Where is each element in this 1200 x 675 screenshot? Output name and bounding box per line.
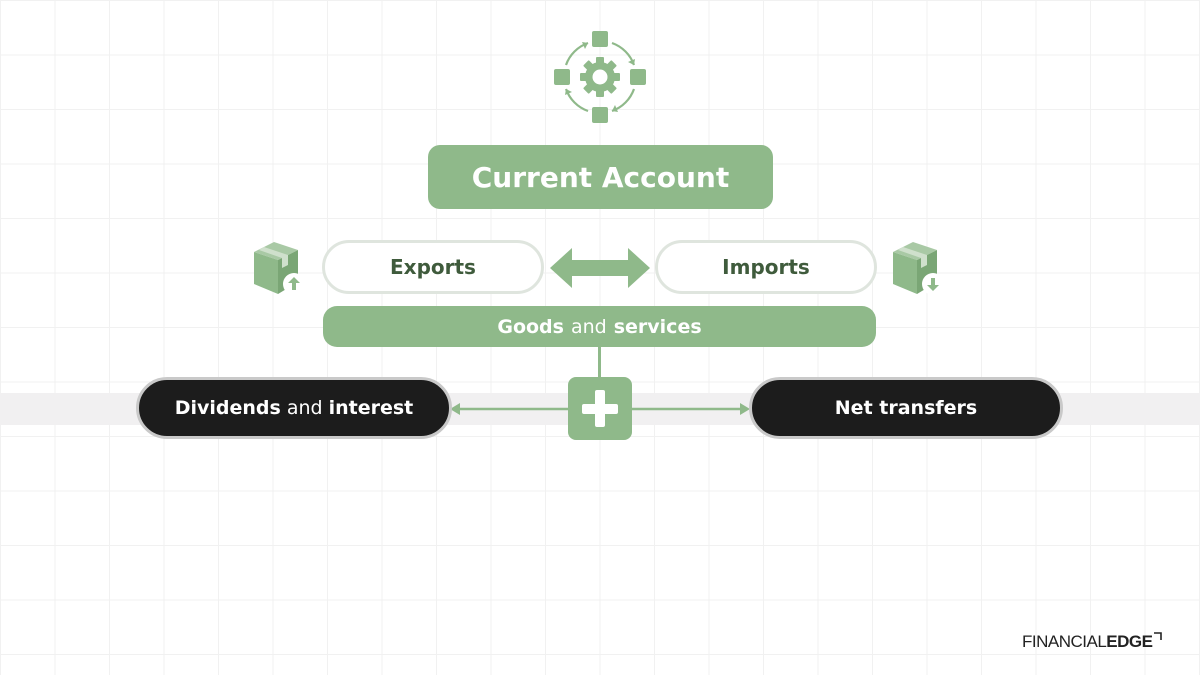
goods-and-services-bar: Goods and services [323, 306, 876, 347]
box-import-icon [893, 242, 944, 295]
goods-label: Goods [497, 315, 564, 338]
double-arrow-icon [550, 248, 650, 288]
dividends-and-label: and [286, 397, 323, 419]
imports-box: Imports [655, 240, 877, 294]
net-transfers-box: Net transfers [749, 377, 1063, 439]
interest-label: interest [328, 397, 414, 419]
services-label: services [613, 315, 702, 338]
financial-edge-logo: FINANCIAL EDGE [1022, 632, 1163, 656]
plus-icon [568, 377, 632, 440]
net-transfers-label: Net transfers [834, 397, 978, 419]
dividends-and-interest-box: Dividends and interest [136, 377, 452, 439]
exports-box: Exports [322, 240, 544, 294]
logo-part-edge: EDGE [1106, 632, 1153, 651]
cycle-gear-icon [554, 31, 646, 123]
logo-part-financial: FINANCIAL [1022, 632, 1107, 651]
logo-corner-icon [1154, 632, 1163, 640]
box-export-icon [254, 242, 305, 295]
connector-line [598, 347, 601, 377]
arrow-left-connector [450, 403, 568, 415]
arrow-right-connector [632, 403, 750, 415]
goods-and-label: and [570, 315, 607, 338]
dividends-label: Dividends [174, 397, 281, 419]
current-account-title: Current Account [428, 145, 773, 209]
